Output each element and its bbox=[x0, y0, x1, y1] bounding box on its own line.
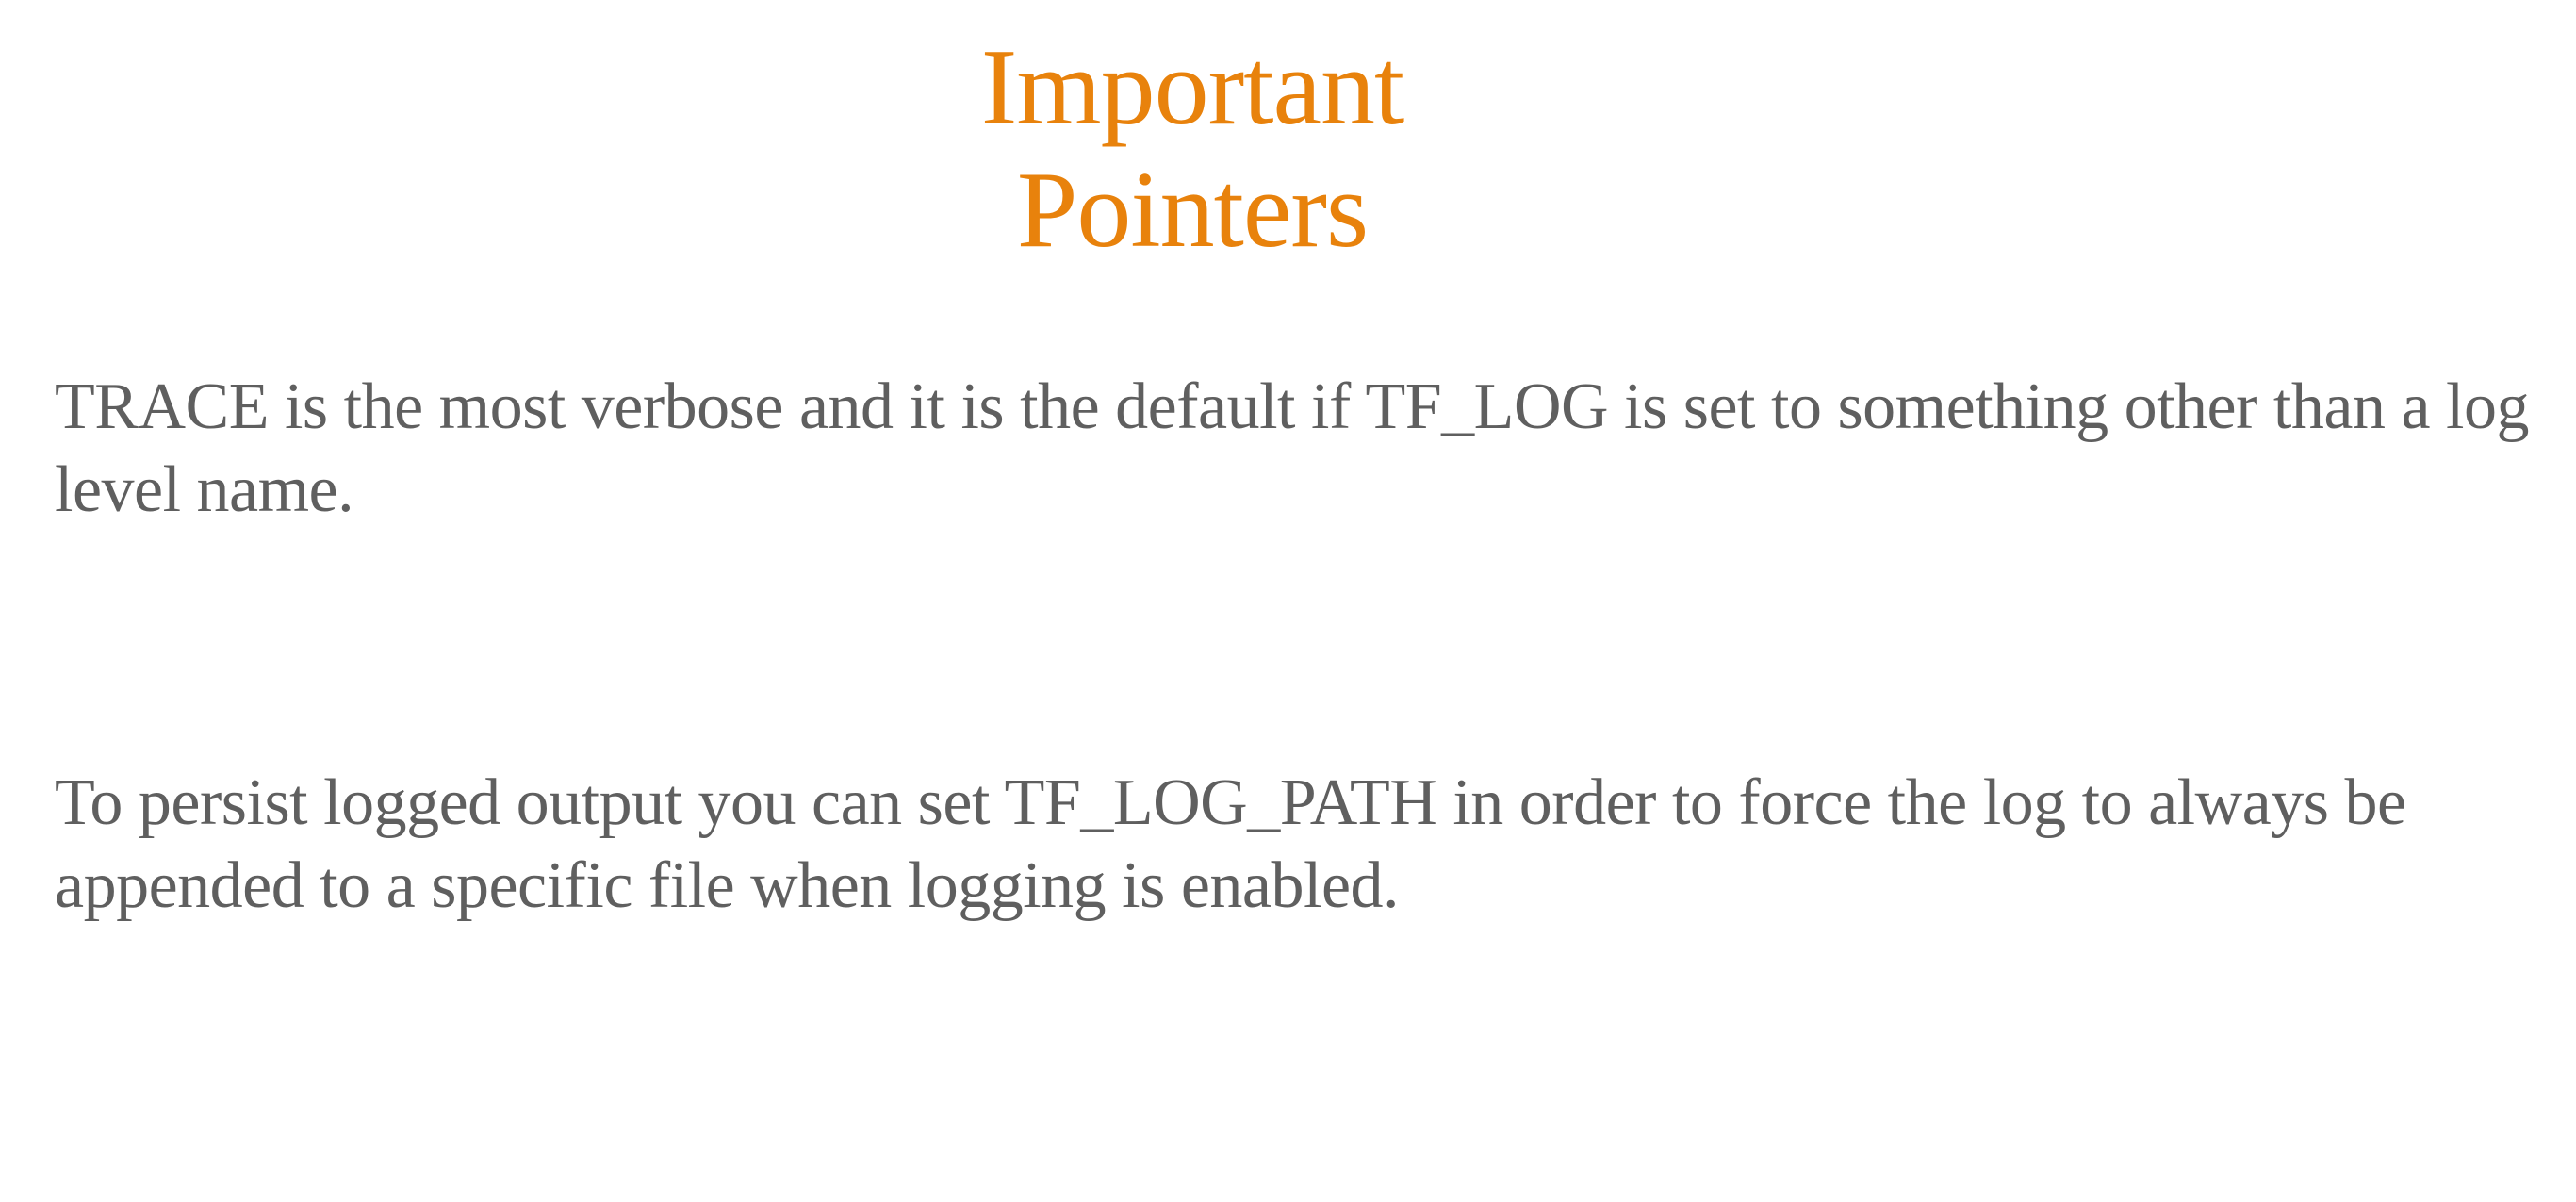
pointer-paragraph-log-path: To persist logged output you can set TF_… bbox=[55, 766, 2406, 922]
slide-title: Important Pointers bbox=[980, 27, 1404, 271]
pointer-paragraph-trace: TRACE is the most verbose and it is the … bbox=[55, 370, 2529, 526]
